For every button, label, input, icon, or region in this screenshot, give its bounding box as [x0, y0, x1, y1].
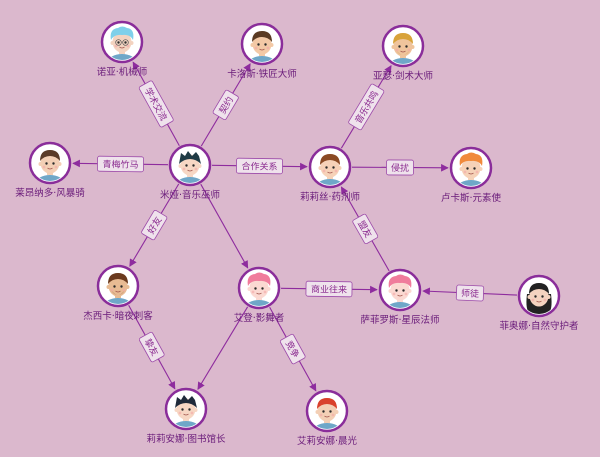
node-label: 艾莉安娜·晨光 — [297, 435, 358, 447]
node-label: 卡洛斯·铁匠大师 — [227, 68, 297, 80]
edge-label: 合作关系 — [236, 157, 283, 175]
edge-aideng-saferos: 商业往来 — [280, 280, 378, 298]
edge-label: 学术交流 — [138, 80, 174, 128]
edge-label-badge — [97, 155, 144, 173]
avatar-face — [172, 147, 208, 183]
edge-label: 师徒 — [455, 284, 485, 302]
edge-mia-jessica: 好友 — [129, 183, 180, 267]
edge-label: 青梅竹马 — [97, 155, 144, 173]
avatar-face — [385, 28, 421, 64]
avatar-face — [241, 270, 277, 306]
node-label: 萨菲罗斯·星辰法师 — [360, 314, 439, 326]
edge-line — [197, 306, 249, 390]
edge-line — [200, 183, 249, 269]
node-lilith[interactable]: 莉莉丝·药剂师 — [300, 145, 360, 203]
node-label: 诺亚·机械师 — [97, 66, 148, 78]
edge-label: 商业往来 — [305, 280, 353, 298]
node-label: 亚瑟·剑术大师 — [373, 70, 433, 82]
node-yaseo[interactable]: 亚瑟·剑术大师 — [373, 24, 433, 82]
node-fiona[interactable]: 菲奥娜·自然守护者 — [499, 274, 579, 332]
node-label: 艾登·影舞者 — [234, 313, 285, 324]
node-mia[interactable]: 米娅·音乐巫师 — [160, 143, 220, 201]
edge-label-badge — [348, 83, 385, 131]
edge-mia-carlos: 契约 — [200, 63, 251, 147]
node-leonardo[interactable]: 莱昂纳多·风暴骑 — [15, 141, 85, 199]
edge-label-text: 侵扰 — [391, 162, 409, 174]
avatar-face — [453, 150, 489, 186]
edge-fiona-saferos: 师徒 — [422, 284, 518, 302]
avatar-face — [382, 272, 418, 308]
edge-lilith-lucas: 侵扰 — [351, 159, 449, 176]
node-carlos[interactable]: 卡洛斯·铁匠大师 — [227, 22, 297, 80]
edge-label-badge — [455, 284, 485, 302]
avatar-face — [309, 393, 345, 429]
node-label: 莱昂纳多·风暴骑 — [15, 187, 85, 199]
node-label: 莉莉安娜·图书馆长 — [146, 433, 226, 445]
avatar-face — [312, 149, 348, 185]
avatar-face — [244, 26, 280, 62]
edge-label: 盟友 — [352, 213, 379, 245]
avatar-face — [168, 391, 204, 427]
edge-label: 音乐共鸣 — [348, 83, 385, 131]
edge-saferos-lilith: 盟友 — [340, 186, 390, 272]
edge-jessica-liliana: 挚友 — [128, 304, 176, 390]
node-jessica[interactable]: 杰西卡·暗夜刺客 — [83, 264, 153, 322]
node-label: 卢卡斯·元素使 — [441, 192, 502, 204]
node-label: 杰西卡·暗夜刺客 — [83, 310, 153, 322]
edge-aideng-ellie: 竞争 — [269, 306, 317, 392]
edge-mia-aideng — [200, 183, 249, 269]
edge-mia-leonardo: 青梅竹马 — [72, 155, 169, 173]
node-label: 莉莉丝·药剂师 — [300, 191, 360, 203]
edge-label-badge — [138, 80, 174, 128]
avatar-face — [32, 145, 68, 181]
avatar-face — [100, 268, 136, 304]
edge-label-badge — [279, 333, 306, 365]
edge-label: 侵扰 — [386, 159, 414, 176]
edge-label-badge — [212, 89, 239, 121]
node-noya[interactable]: 诺亚·机械师 — [97, 20, 148, 78]
node-liliana[interactable]: 莉莉安娜·图书馆长 — [146, 387, 226, 445]
node-aideng[interactable]: 艾登·影舞者 — [234, 266, 285, 324]
edge-label: 竞争 — [279, 333, 306, 365]
node-label: 菲奥娜·自然守护者 — [499, 320, 578, 332]
edge-label-badge — [305, 280, 353, 298]
edge-label-badge — [138, 331, 165, 363]
edge-aideng-liliana — [197, 306, 249, 390]
node-label: 米娅·音乐巫师 — [160, 189, 220, 201]
edge-label-badge — [352, 213, 379, 245]
edge-label-text: 商业往来 — [311, 283, 347, 296]
edge-label: 好友 — [141, 209, 168, 241]
edge-label-badge — [386, 159, 414, 176]
edge-label-badge — [141, 209, 168, 241]
node-ellie[interactable]: 艾莉安娜·晨光 — [297, 389, 358, 447]
edge-label-text: 青梅竹马 — [102, 158, 138, 171]
avatar-face — [104, 24, 140, 60]
edge-label: 挚友 — [138, 331, 165, 363]
edge-label: 契约 — [212, 89, 239, 121]
edge-label-text: 师徒 — [461, 287, 480, 300]
edge-label-badge — [236, 157, 283, 175]
edge-label-text: 合作关系 — [241, 160, 277, 173]
edge-mia-lilith: 合作关系 — [211, 157, 308, 175]
node-lucas[interactable]: 卢卡斯·元素使 — [441, 146, 502, 204]
avatar-face — [521, 278, 557, 314]
node-saferos[interactable]: 萨菲罗斯·星辰法师 — [360, 268, 440, 326]
